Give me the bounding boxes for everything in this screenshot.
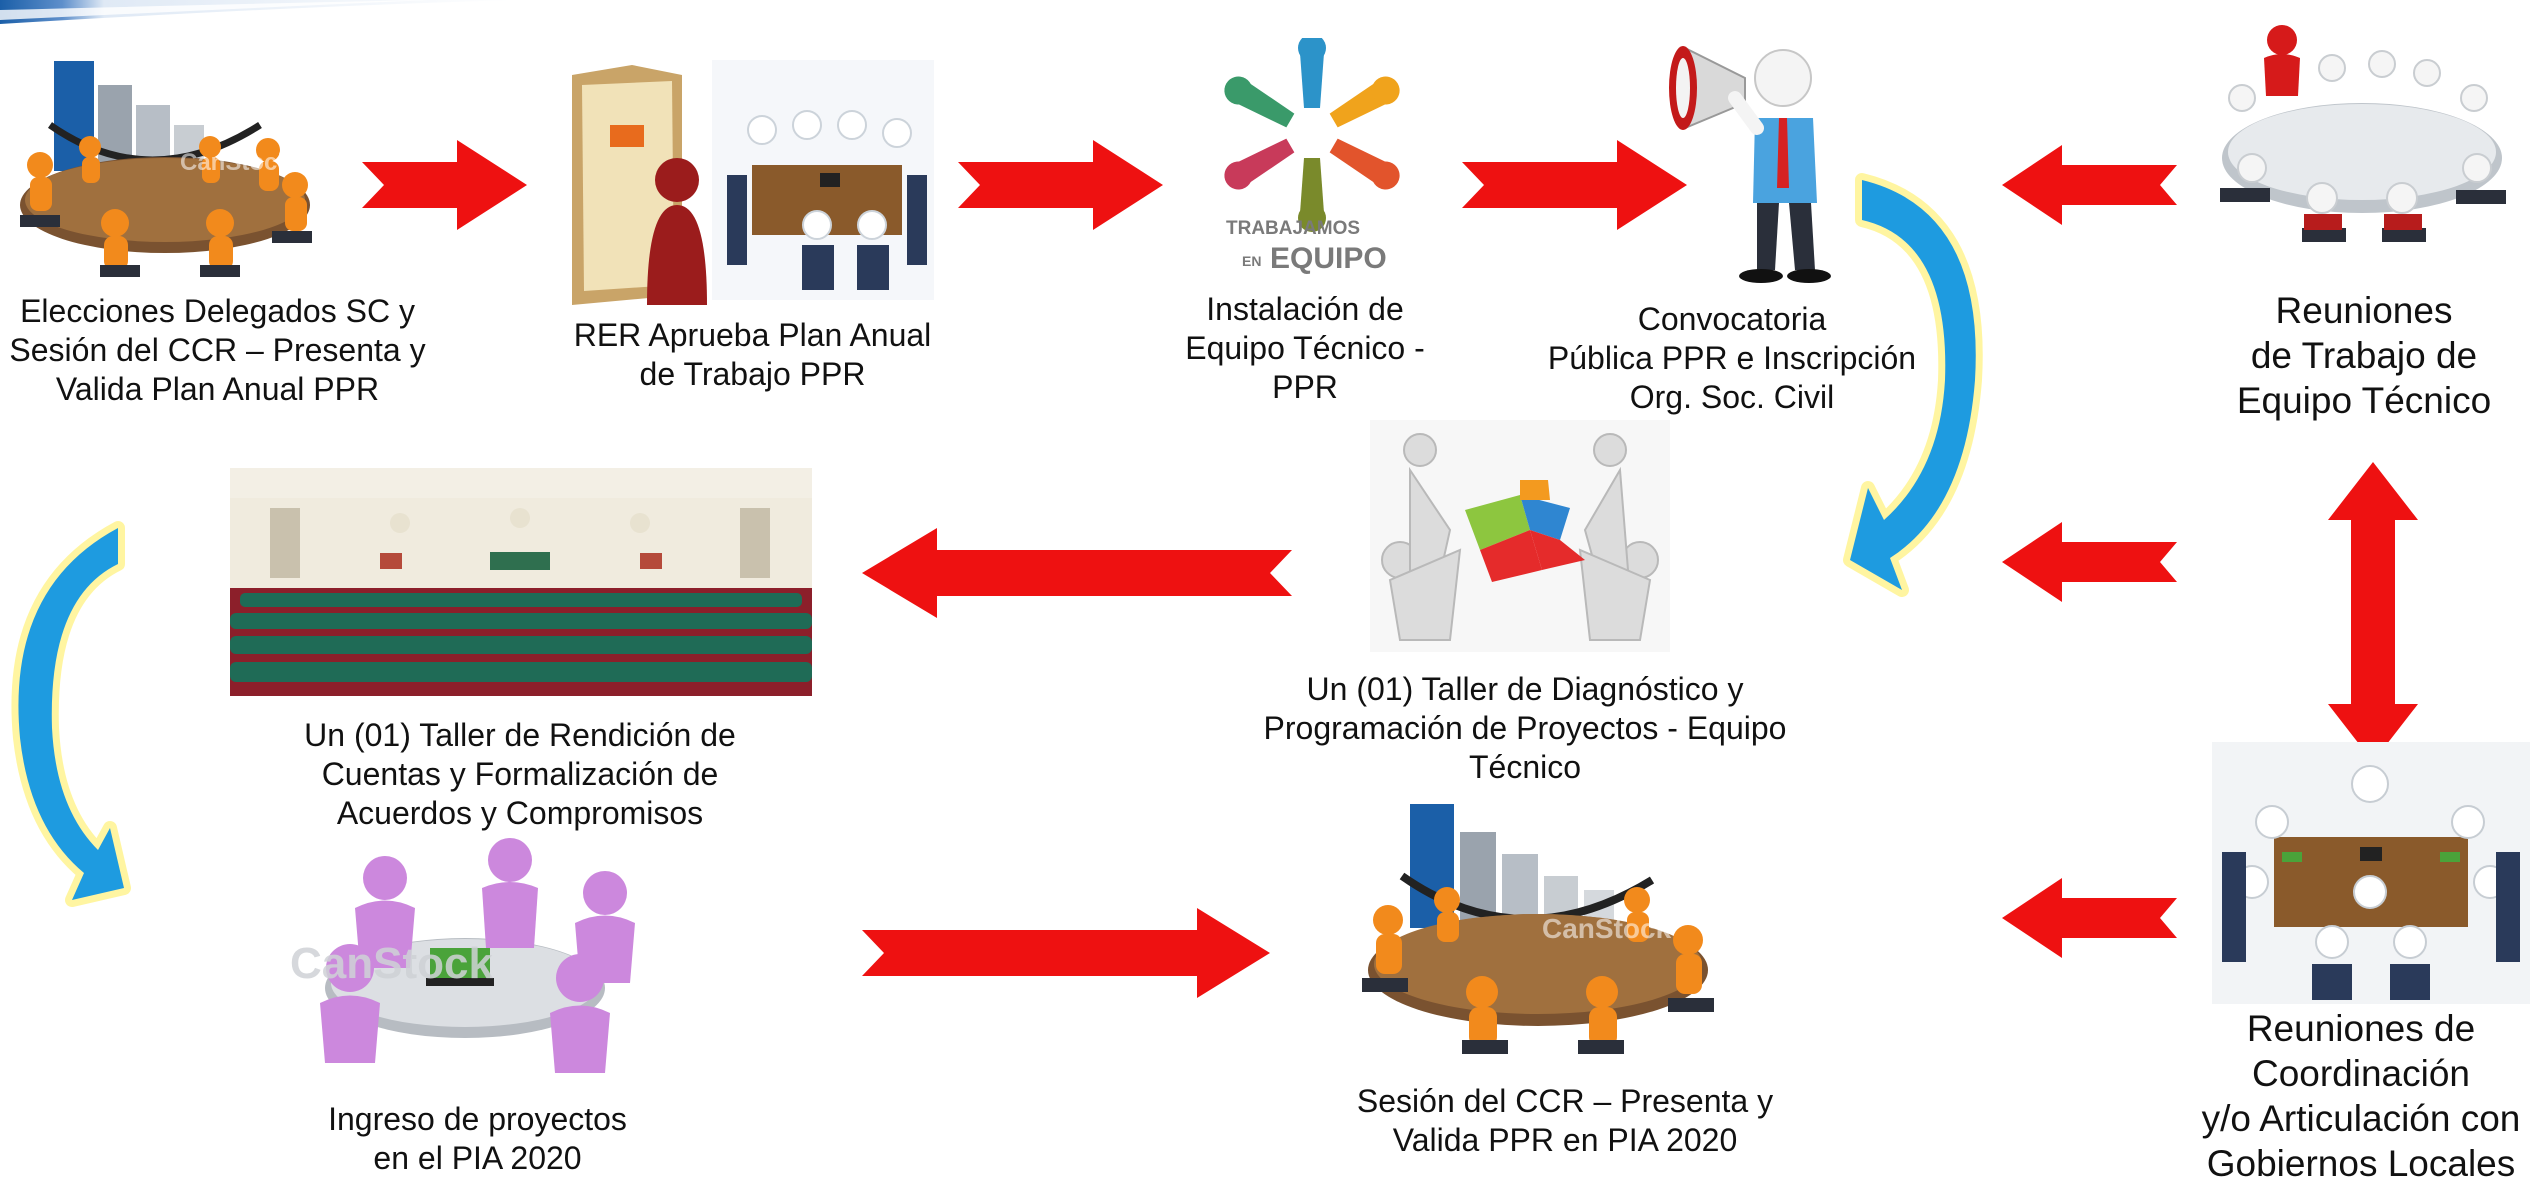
step-elecciones-label: Elecciones Delegados SC y Sesión del CCR… xyxy=(9,293,426,407)
red-arrow-icon xyxy=(362,140,527,230)
teamwork-hands-icon: TRABAJAMOS EN EQUIPO xyxy=(1212,38,1412,278)
blue-curved-arrow-icon xyxy=(1843,173,2000,597)
red-arrow-icon xyxy=(1462,140,1687,230)
step-ingreso-label: Ingreso de proyectos en el PIA 2020 xyxy=(328,1101,627,1176)
red-arrow-icon xyxy=(958,140,1163,230)
blue-curved-arrow-icon xyxy=(6,521,131,940)
step-taller-rendicion-label: Un (01) Taller de Rendición de Cuentas y… xyxy=(304,717,736,831)
conference-table-icon xyxy=(2212,742,2530,1004)
red-arrow-icon xyxy=(2002,145,2177,225)
red-arrow-icon xyxy=(2002,878,2177,958)
step-convocatoria-label: Convocatoria Pública PPR e Inscripción O… xyxy=(1547,301,1917,415)
watermark-text: CanStock xyxy=(1542,913,1672,944)
step-instalacion-label: Instalación de Equipo Técnico - PPR xyxy=(1185,291,1425,405)
watermark-text: CanStock xyxy=(290,939,493,988)
conference-table-icon xyxy=(2212,18,2512,268)
red-double-arrow-icon xyxy=(2328,462,2418,762)
logo-line2-word: EQUIPO xyxy=(1270,242,1387,275)
red-arrow-icon xyxy=(862,528,1292,618)
logo-line2-prefix: EN xyxy=(1242,253,1261,269)
header-band xyxy=(0,0,520,24)
megaphone-icon xyxy=(1665,8,1843,286)
approval-folder-icon xyxy=(562,55,934,305)
meeting-room-icon: CanStock xyxy=(1352,800,1724,1058)
red-arrow-icon xyxy=(2002,522,2177,602)
watermark-text: CanStock xyxy=(180,149,291,176)
step-taller-diagnostico-label: Un (01) Taller de Diagnóstico y Programa… xyxy=(1263,671,1787,785)
step-reuniones-coordinacion-label: Reuniones de Coordinación y/o Articulaci… xyxy=(2201,1008,2521,1181)
red-arrow-icon xyxy=(862,908,1270,998)
auditorium-icon xyxy=(230,468,812,696)
step-sesion-ccr-label: Sesión del CCR – Presenta y Valida PPR e… xyxy=(1356,1083,1774,1158)
logo-line1: TRABAJAMOS xyxy=(1226,218,1360,239)
meeting-room-icon: CanStock xyxy=(10,55,320,280)
step-rer-label: RER Aprueba Plan Anual de Trabajo PPR xyxy=(573,317,932,392)
step-reuniones-trabajo-label: Reuniones de Trabajo de Equipo Técnico xyxy=(2236,290,2492,421)
purple-meeting-icon: CanStock xyxy=(250,838,705,1078)
puzzle-team-icon xyxy=(1370,420,1670,652)
